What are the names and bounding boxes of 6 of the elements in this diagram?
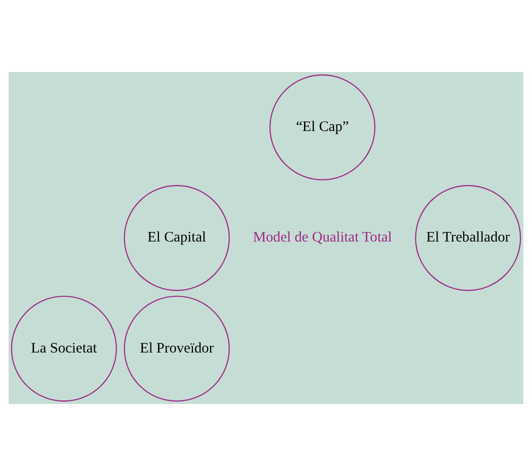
- node-circle: El Treballador: [415, 185, 521, 291]
- label: Model de Qualitat Total: [252, 230, 392, 246]
- node-circle: La Societat: [11, 296, 117, 402]
- node-circle: “El Cap”: [269, 74, 376, 180]
- node-circle: El Proveïdor: [124, 296, 230, 402]
- node-circle: El Capital: [124, 185, 230, 291]
